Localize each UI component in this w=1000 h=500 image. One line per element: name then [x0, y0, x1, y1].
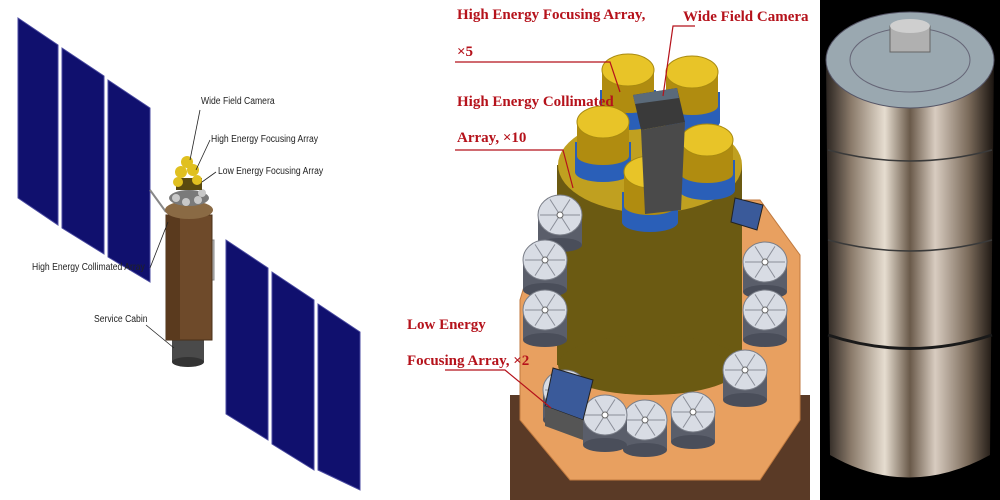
- wide-field-camera-module: [633, 88, 685, 214]
- collimator-drum: [522, 289, 568, 347]
- focusing-mirror: [679, 123, 735, 200]
- cylinder-top: [825, 11, 995, 109]
- satellite-overview-panel: Wide Field Camera High Energy Focusing A…: [0, 0, 445, 500]
- closeup-leader-lines: [445, 25, 695, 409]
- label-high-energy-focusing-array: High Energy Focusing Array: [211, 134, 319, 145]
- collimator-drum: [522, 239, 568, 297]
- label-high-energy-collimated-line2: Array, ×10: [457, 130, 527, 146]
- cylinder-body: [826, 60, 994, 478]
- lower-solar-array: [197, 239, 361, 491]
- label-wide-field-camera-closeup: Wide Field Camera: [683, 9, 809, 25]
- label-low-energy-focusing-array: Low Energy Focusing Array: [218, 166, 324, 177]
- label-high-energy-collimated-array: High Energy Collimated Array: [32, 262, 145, 273]
- label-wide-field-camera: Wide Field Camera: [201, 96, 275, 107]
- label-low-energy-focusing-line2: Focusing Array, ×2: [407, 353, 530, 369]
- satellite-overview-drawing: [17, 17, 361, 491]
- payload-closeup-drawing: [445, 25, 810, 500]
- label-high-energy-focusing-array-line2: ×5: [457, 44, 474, 60]
- collimator-drum: [670, 391, 716, 449]
- label-high-energy-focusing-array-line1: High Energy Focusing Array,: [457, 7, 646, 23]
- collimator-drum: [722, 349, 768, 407]
- label-high-energy-collimated-line1: High Energy Collimated: [457, 94, 614, 110]
- collimator-drum: [742, 289, 788, 347]
- collimator-drum: [582, 394, 628, 452]
- low-energy-focusing-array-modules: [544, 197, 764, 440]
- satellite-body: [165, 156, 213, 367]
- label-service-cabin: Service Cabin: [94, 314, 148, 325]
- physical-model-drawing: [820, 0, 1000, 500]
- physical-model-photo: [820, 0, 1000, 500]
- collimator-drum: [622, 399, 668, 457]
- focusing-mirror: [575, 105, 631, 182]
- upper-solar-array: [17, 17, 167, 283]
- overview-leader-lines: [145, 109, 217, 349]
- collimator-drum: [742, 241, 788, 299]
- payload-closeup-panel: High Energy Focusing Array, ×5 Wide Fiel…: [407, 0, 820, 500]
- label-low-energy-focusing-line1: Low Energy: [407, 317, 486, 333]
